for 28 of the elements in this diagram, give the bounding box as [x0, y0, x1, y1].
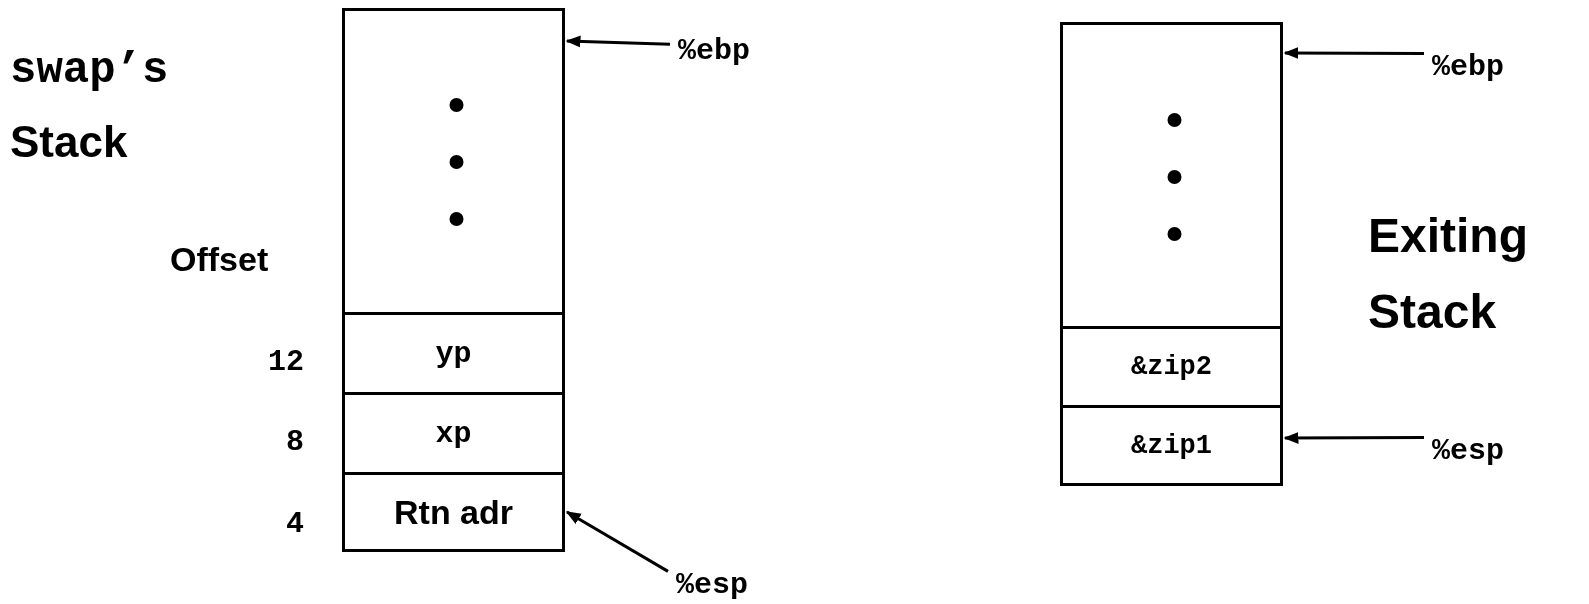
heading-text: swap’s [10, 48, 169, 92]
arrow [565, 510, 669, 573]
cell-text: xp [435, 416, 472, 451]
cell-text: yp [435, 336, 472, 371]
arrow [1283, 47, 1424, 60]
register-label: %ebp [1432, 50, 1504, 84]
column-heading: Offset [170, 242, 269, 276]
stack-cell [342, 472, 565, 552]
cell-text: Rtn adr [394, 492, 513, 532]
arrow [1283, 431, 1424, 444]
stack-cell [342, 392, 565, 475]
stack-cell [342, 312, 565, 395]
offset-number: 4 [286, 509, 304, 539]
offset-number: 12 [268, 347, 304, 377]
stack-cell [1060, 326, 1283, 408]
stack-frame-cell [342, 8, 565, 315]
register-label: %ebp [678, 34, 750, 68]
stack-frame-cell [1060, 22, 1283, 329]
offset-number: 8 [286, 427, 304, 457]
heading-text: Exiting [1368, 212, 1528, 260]
stack-cell [1060, 405, 1283, 486]
register-label: %esp [676, 568, 748, 602]
heading-text: Stack [10, 120, 128, 164]
cell-text: &zip1 [1131, 430, 1212, 461]
arrow [565, 35, 671, 48]
heading-text: Stack [1368, 288, 1497, 336]
register-label: %esp [1432, 434, 1504, 468]
cell-text: &zip2 [1131, 352, 1212, 382]
